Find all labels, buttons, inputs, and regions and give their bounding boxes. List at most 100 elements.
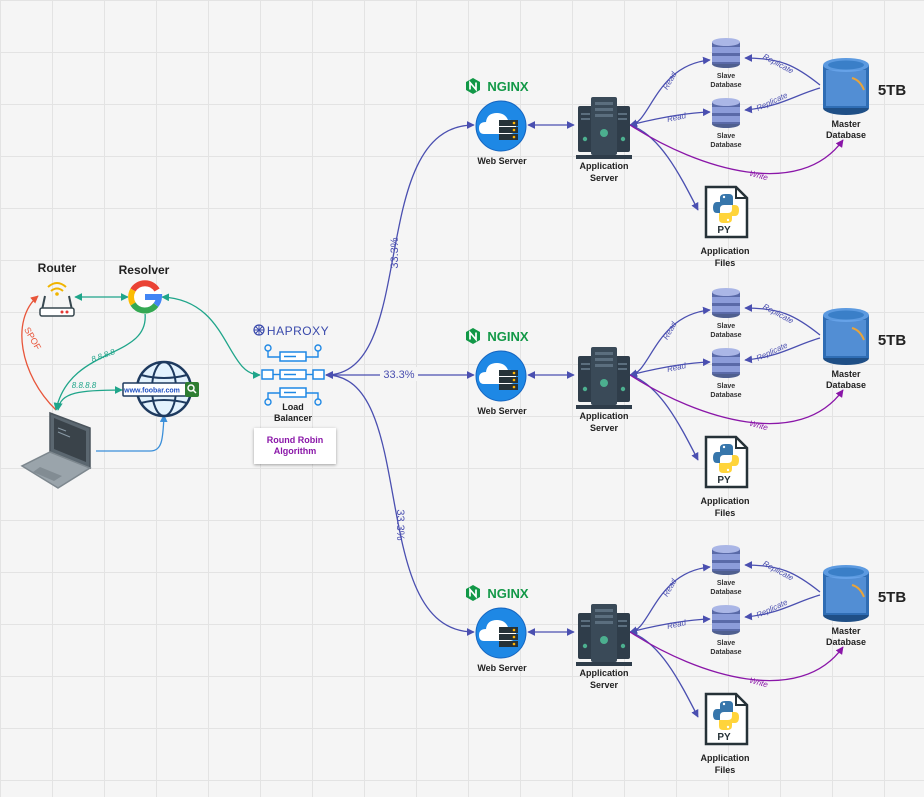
master-slave2-edge xyxy=(744,87,821,114)
master-slave2-edge xyxy=(744,337,821,364)
google-icon xyxy=(128,280,163,314)
app-files-edge xyxy=(629,631,699,718)
web-server-icon xyxy=(475,100,527,152)
mysql-master-icon xyxy=(822,307,870,366)
write-label: Write xyxy=(748,419,769,433)
master-slave1-edge xyxy=(744,54,821,86)
py-label: PY xyxy=(717,225,731,236)
replicate-label-1: Replicate xyxy=(761,52,795,76)
web-server-icon xyxy=(475,350,527,402)
capacity-label: 5TB xyxy=(878,332,907,349)
slave-db-icon-1 xyxy=(712,545,740,575)
cluster-2: Read Read Replicate Replicate Write NGIN… xyxy=(465,288,907,518)
app-files-label-1: Application xyxy=(701,753,750,763)
replicate-label-1: Replicate xyxy=(761,302,795,326)
slave-db-label-2a: Slave xyxy=(717,383,735,390)
nginx-icon xyxy=(465,77,481,95)
app-server-label-1: Application xyxy=(580,161,629,171)
master-db-label-1: Master xyxy=(831,119,861,129)
spof-edge xyxy=(21,295,57,411)
ip-label-url: 8.8.8.8 xyxy=(72,381,97,390)
web-server-label: Web Server xyxy=(477,663,527,673)
internet-node: www.foobar.com xyxy=(122,360,199,418)
capacity-label: 5TB xyxy=(878,589,907,606)
app-server-label-2: Server xyxy=(590,423,619,433)
router-label: Router xyxy=(38,261,77,275)
slave-db-label-2b: Database xyxy=(710,649,741,656)
app-files-edge xyxy=(629,124,699,211)
slave-db-label-2b: Database xyxy=(710,142,741,149)
master-db-label-2: Database xyxy=(826,380,866,390)
slave-db-icon-2 xyxy=(712,98,740,128)
master-slave1-edge xyxy=(744,561,821,593)
nginx-label: NGINX xyxy=(487,329,529,344)
app-files-label-1: Application xyxy=(701,496,750,506)
ip-label-resolver: 8.8.8.8 xyxy=(90,347,117,364)
write-label: Write xyxy=(748,169,769,183)
read-label-2: Read xyxy=(666,111,687,124)
app-master-write-edge xyxy=(629,124,844,175)
laptop-icon xyxy=(20,411,92,489)
mysql-master-icon xyxy=(822,564,870,623)
client-browser-edge xyxy=(96,414,168,452)
lb-web1-edge xyxy=(325,121,475,379)
nginx-label: NGINX xyxy=(487,79,529,94)
slave-db-label-1a: Slave xyxy=(717,73,735,80)
resolver-label: Resolver xyxy=(119,263,170,277)
app-server-label-2: Server xyxy=(590,173,619,183)
slave-db-icon-1 xyxy=(712,288,740,318)
py-label: PY xyxy=(717,732,731,743)
nginx-label: NGINX xyxy=(487,586,529,601)
app-server-label-1: Application xyxy=(580,411,629,421)
resolver-node: Resolver xyxy=(119,263,170,314)
cluster-3: Read Read Replicate Replicate Write NGIN… xyxy=(465,545,907,775)
slave-db-label-1b: Database xyxy=(710,82,741,89)
split-label-middle: 33.3% xyxy=(383,369,414,381)
slave-db-icon-2 xyxy=(712,605,740,635)
master-db-label-1: Master xyxy=(831,626,861,636)
split-label-bottom: 33.3% xyxy=(394,509,406,540)
slave-db-label-1b: Database xyxy=(710,589,741,596)
client-laptop xyxy=(20,411,92,489)
write-label: Write xyxy=(748,676,769,690)
capacity-label: 5TB xyxy=(878,82,907,99)
master-slave1-edge xyxy=(744,304,821,336)
lb-web3-edge xyxy=(325,371,475,636)
slave-db-label-1b: Database xyxy=(710,332,741,339)
app-server-icon xyxy=(576,97,632,159)
load-balancer-node: HAPROXY Load Balancer xyxy=(253,324,329,423)
read-label-2: Read xyxy=(666,361,687,374)
web-server-label: Web Server xyxy=(477,156,527,166)
app-slave2-edge xyxy=(629,615,711,635)
spof-label: SPOF xyxy=(22,325,43,352)
router-icon xyxy=(39,282,75,317)
master-db-label-1: Master xyxy=(831,369,861,379)
lb-label-line1: Load xyxy=(282,402,304,412)
slave-db-label-2a: Slave xyxy=(717,133,735,140)
web-server-icon xyxy=(475,607,527,659)
app-files-label-2: Files xyxy=(715,765,736,775)
url-text: www.foobar.com xyxy=(123,388,180,395)
slave-db-label-1a: Slave xyxy=(717,580,735,587)
app-server-icon xyxy=(576,604,632,666)
master-db-label-2: Database xyxy=(826,637,866,647)
cluster-1: Read Read Replicate Replicate Write NGIN… xyxy=(465,38,907,268)
nginx-icon xyxy=(465,584,481,602)
read-label-2: Read xyxy=(666,618,687,631)
load-balancer-icon xyxy=(261,344,325,406)
replicate-label-1: Replicate xyxy=(761,559,795,583)
client-url-edge xyxy=(54,386,123,411)
split-label-top: 33.3% xyxy=(389,237,401,268)
py-label: PY xyxy=(717,475,731,486)
app-slave2-edge xyxy=(629,358,711,378)
haproxy-logo-icon xyxy=(253,324,265,336)
app-master-write-edge xyxy=(629,631,844,682)
router-node: Router xyxy=(38,261,77,317)
nginx-icon xyxy=(465,327,481,345)
slave-db-label-1a: Slave xyxy=(717,323,735,330)
master-slave2-edge xyxy=(744,594,821,621)
app-slave2-edge xyxy=(629,108,711,128)
slave-db-label-2b: Database xyxy=(710,392,741,399)
search-icon xyxy=(187,384,197,394)
